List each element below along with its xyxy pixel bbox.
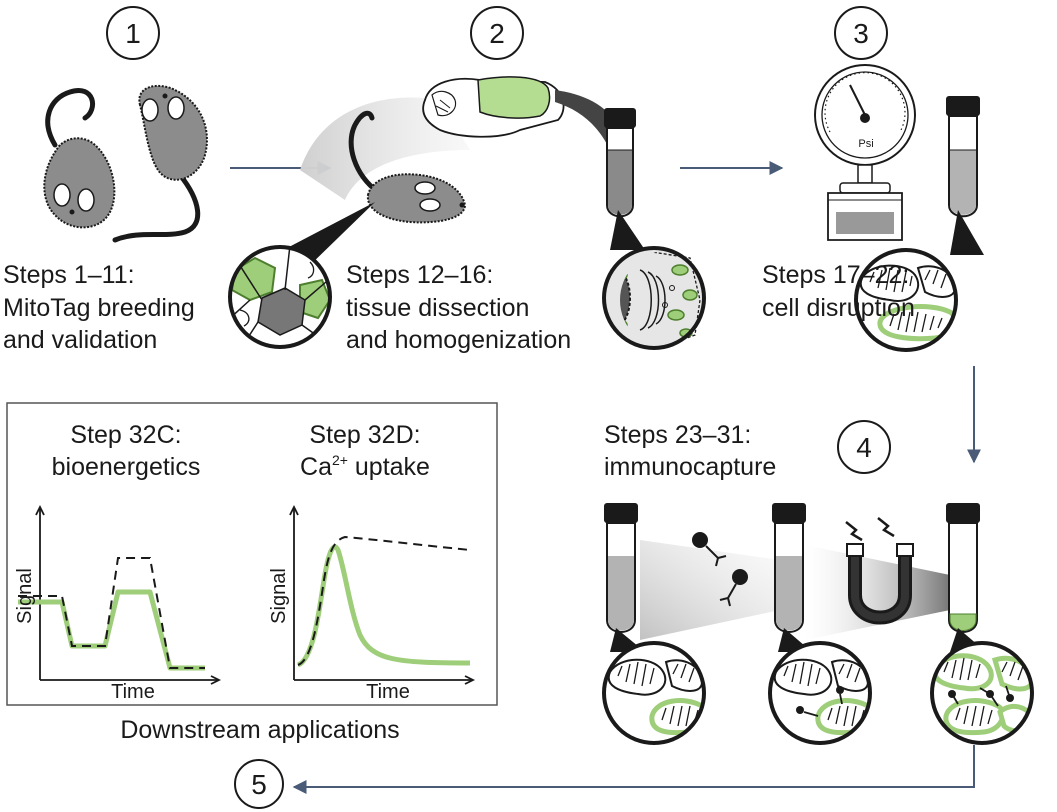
ca-y-label: Signal (268, 568, 290, 624)
step-2-badge: 2 (470, 6, 524, 60)
svg-text:cell disruption: cell disruption (762, 294, 915, 322)
immunocapture-beam-left (640, 540, 780, 640)
svg-text:1: 1 (125, 18, 141, 49)
svg-text:Step 32C:: Step 32C: (70, 421, 181, 449)
applications-panel (6, 402, 498, 706)
svg-text:and validation: and validation (3, 326, 157, 354)
svg-text:Steps 17–22:: Steps 17–22: (762, 261, 909, 289)
bio-green-trace (18, 589, 205, 671)
capture-tube-2-icon (772, 503, 806, 633)
bioenergetics-plot: Signal Time (14, 504, 222, 703)
immunocapture-beam-right (805, 545, 950, 640)
brain-icon (422, 76, 565, 138)
step-4-badge: 4 (837, 420, 891, 474)
svg-text:Psi: Psi (858, 138, 873, 150)
homogenate-tube-icon (604, 108, 636, 218)
mouse-left-icon (43, 88, 116, 229)
brain-tissue-magnifier (228, 245, 332, 349)
magnet-icon (845, 517, 914, 625)
calcium-uptake-title: Step 32D: Ca2+ uptake (300, 421, 430, 481)
svg-text:2: 2 (489, 18, 505, 49)
capture-tube-3-icon (946, 503, 980, 633)
bioenergetics-title: Step 32C: bioenergetics (52, 421, 201, 481)
arrow-4-to-5 (292, 745, 975, 794)
svg-text:immunocapture: immunocapture (604, 453, 776, 481)
dissection-beam (300, 97, 470, 200)
ca-green-trace (296, 544, 471, 668)
svg-text:3: 3 (853, 18, 869, 49)
svg-text:4: 4 (856, 432, 872, 463)
disruption-tube-icon (946, 96, 980, 218)
mito-captured-magnifier (930, 641, 1034, 745)
ca-dashed-trace (297, 535, 471, 666)
capture-tube-1-icon (604, 503, 638, 633)
svg-text:and homogenization: and homogenization (346, 326, 571, 354)
applications-caption: Downstream applications (120, 716, 399, 744)
mouse-right-icon (112, 84, 208, 243)
svg-text:5: 5 (251, 769, 267, 800)
svg-text:bioenergetics: bioenergetics (52, 453, 201, 481)
step-2-label: Steps 12–16: tissue dissection and homog… (346, 261, 571, 354)
mito-mixture-magnifier (602, 641, 706, 745)
homogenate-cell-magnifier (602, 246, 706, 350)
step-4-label: Steps 23–31: immunocapture (604, 421, 776, 481)
disrupted-mitochondria-magnifier (854, 248, 958, 352)
bio-dashed-trace (18, 557, 205, 669)
svg-text:tissue dissection: tissue dissection (346, 294, 529, 322)
svg-text:Steps 12–16:: Steps 12–16: (346, 261, 493, 289)
svg-text:Steps 1–11:: Steps 1–11: (3, 261, 135, 289)
step-3-badge: 3 (834, 6, 888, 60)
step-1-badge: 1 (106, 6, 160, 60)
bio-y-label: Signal (14, 568, 36, 624)
svg-text:Steps 23–31:: Steps 23–31: (604, 421, 751, 449)
antibody-bead-icon (692, 532, 748, 607)
svg-text:Step 32D:: Step 32D: (309, 421, 420, 449)
mouse-step2-icon (348, 110, 467, 224)
step-1-label: Steps 1–11: MitoTag breeding and validat… (3, 261, 195, 354)
step-3-label: Steps 17–22: cell disruption (762, 261, 915, 322)
step-5-badge: 5 (234, 759, 284, 809)
calcium-plot: Signal Time (268, 504, 476, 703)
pressure-gauge-icon: Psi (814, 64, 916, 241)
ca-x-label: Time (366, 681, 410, 703)
mito-labeled-magnifier (768, 641, 872, 745)
bio-x-label: Time (111, 681, 155, 703)
svg-text:Ca2+ uptake: Ca2+ uptake (300, 452, 430, 481)
svg-text:MitoTag breeding: MitoTag breeding (3, 294, 195, 322)
